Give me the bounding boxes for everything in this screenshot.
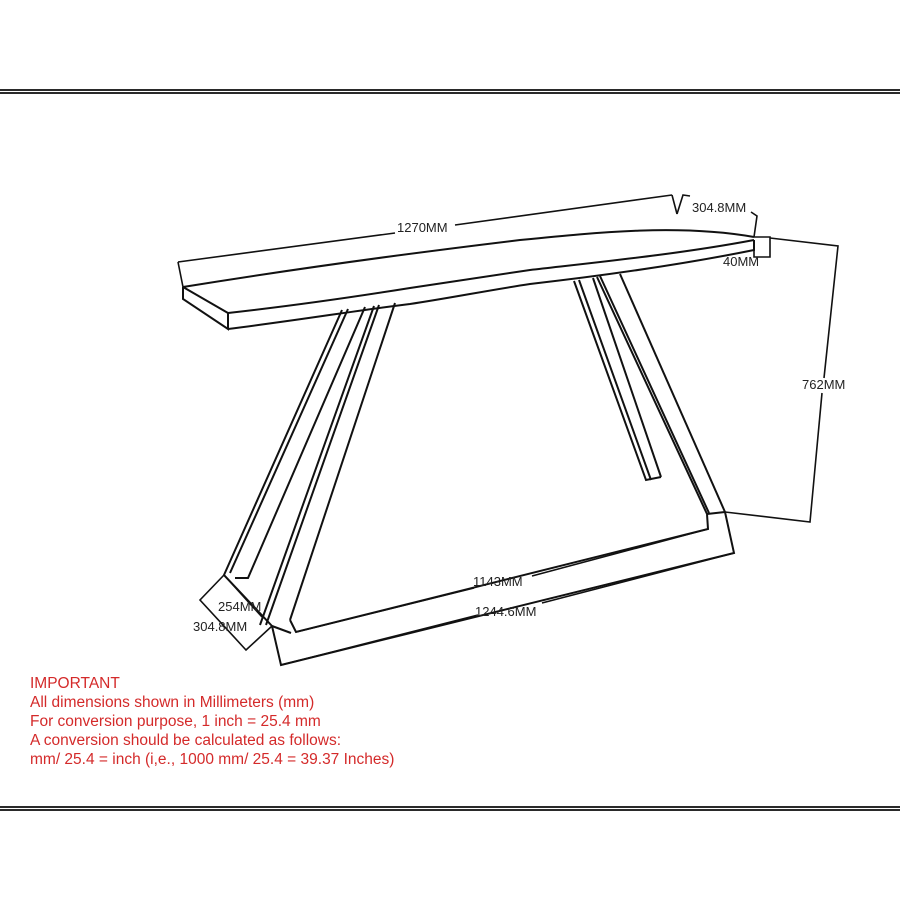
bottom-border-rule [0, 806, 900, 811]
dimension-lines [177, 194, 839, 666]
dim-label-top-depth: 304.8MM [692, 200, 746, 215]
notes-line: A conversion should be calculated as fol… [30, 732, 342, 749]
dim-label-top-length: 1270MM [397, 220, 448, 235]
table-base [271, 511, 736, 667]
top-border-rule [0, 89, 900, 94]
notes-title: IMPORTANT [30, 675, 120, 692]
left-leg [222, 302, 396, 627]
dim-label-leg-inner-depth: 254MM [218, 599, 261, 614]
dim-label-height: 762MM [802, 377, 845, 392]
dim-label-leg-outer-depth: 304.8MM [193, 619, 247, 634]
right-leg [573, 273, 726, 515]
table-top [182, 229, 755, 331]
dim-label-top-thickness: 40MM [723, 254, 759, 269]
dim-label-base-inner-length: 1143MM [473, 574, 523, 589]
important-notes: IMPORTANT All dimensions shown in Millim… [30, 674, 394, 769]
dim-label-base-outer-length: 1244.6MM [475, 604, 536, 619]
notes-line: For conversion purpose, 1 inch = 25.4 mm [30, 713, 321, 730]
notes-line: All dimensions shown in Millimeters (mm) [30, 694, 315, 711]
notes-line: mm/ 25.4 = inch (i,e., 1000 mm/ 25.4 = 3… [30, 751, 395, 768]
